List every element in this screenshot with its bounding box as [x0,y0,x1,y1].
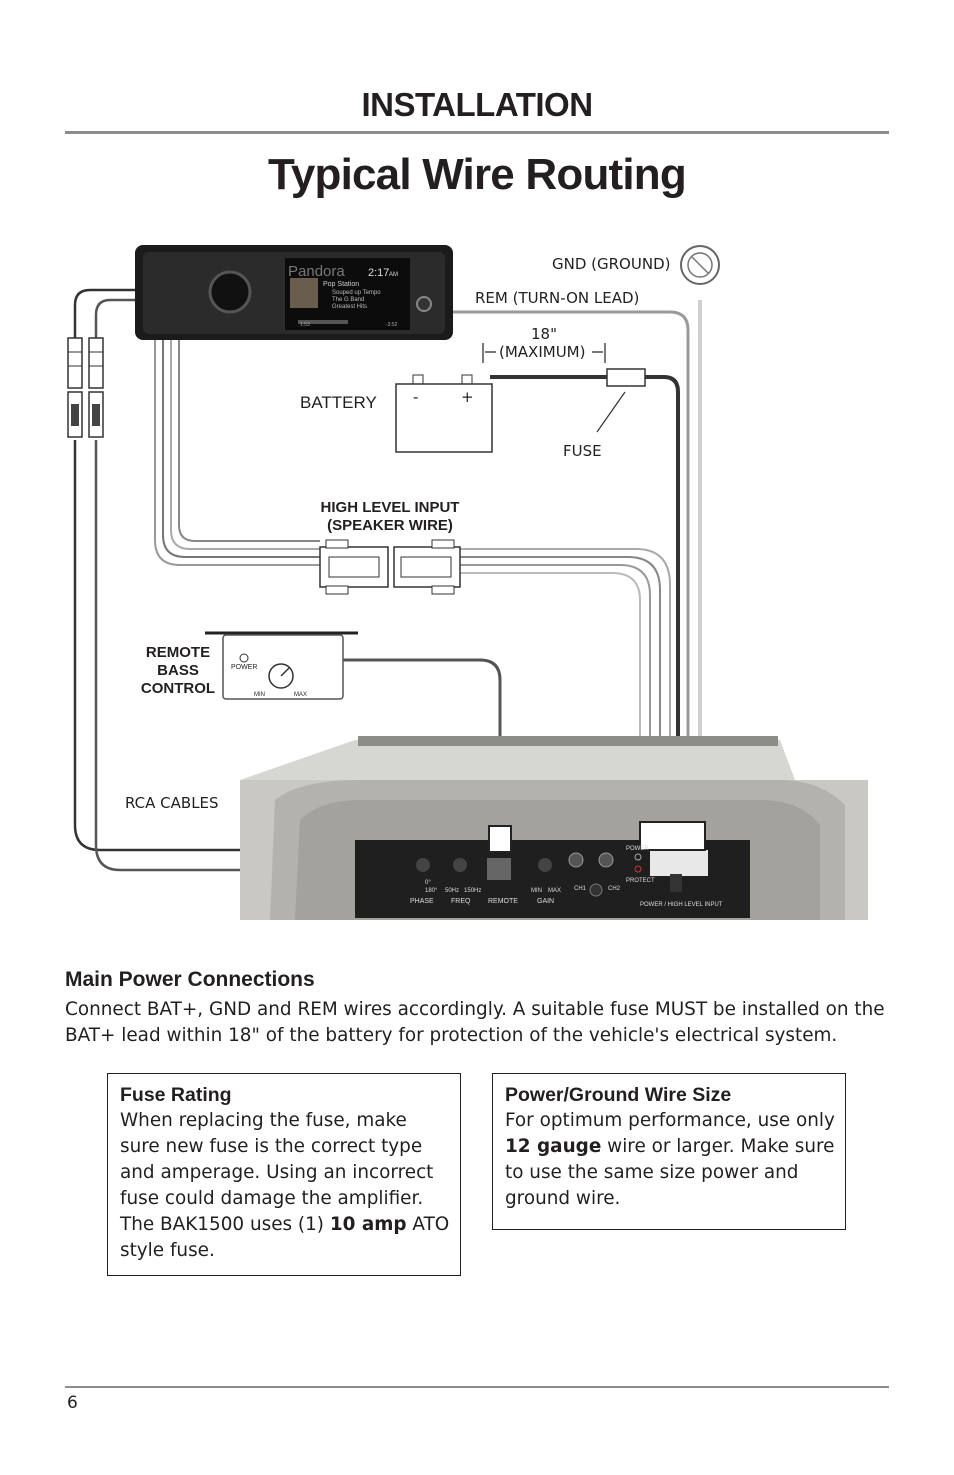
rca-cable-2 [94,298,610,872]
remote-label-3: CONTROL [141,680,215,697]
radio-track-2: The G Band [332,297,364,303]
remote-bass-control [205,631,358,700]
amp-power-input-label: POWER / HIGH LEVEL INPUT [640,902,723,908]
remote-min-label: MIN [254,692,265,698]
fuse-rating-text-2: ATO style fuse. [120,1214,450,1261]
max-length-label: (MAXIMUM) [499,343,585,361]
high-level-label-1: HIGH LEVEL INPUT [321,499,460,516]
rem-label: REM (TURN-ON LEAD) [475,289,639,307]
wire-size-gauge: 12 gauge [505,1136,602,1157]
fuse-rating-text-1: When replacing the fuse, make sure new f… [120,1110,434,1235]
header-rule [65,131,889,134]
amp-power-led: POWER [626,846,649,852]
radio-elapsed: 1:53 [300,322,310,328]
amp-freq-150: 150Hz [464,888,481,894]
amp-freq-50: 50Hz [445,888,459,894]
radio-ampm: AM [389,272,398,278]
amp-gain-min: MIN [531,888,542,894]
amp-gain-label: GAIN [537,898,554,905]
remote-max-label: MAX [294,692,307,698]
rca-label: RCA CABLES [125,794,219,812]
max-length-marker [482,343,606,363]
speaker-wires [154,340,671,825]
wire-size-heading: Power/Ground Wire Size [505,1084,732,1106]
rca-cable-1 [73,288,600,852]
amp-phase-180: 180° [425,888,438,894]
head-unit: Pandora 2:17 AM Pop Station Souped up Te… [135,245,453,340]
battery-minus: - [413,388,418,406]
amp-ch2: CH2 [608,886,621,892]
main-power-heading: Main Power Connections [65,968,315,991]
remote-label-1: REMOTE [146,644,210,661]
main-power-text: Connect BAT+, GND and REM wires accordin… [65,999,885,1046]
wire-size-text: For optimum performance, use only 12 gau… [505,1108,835,1212]
remote-label-2: BASS [157,662,199,679]
speaker-connectors [319,539,461,595]
section-title: INSTALLATION [361,86,593,123]
ground-terminal [680,245,720,285]
wiring-diagram: Pandora 2:17 AM Pop Station Souped up Te… [67,245,868,920]
remote-cable [343,658,502,830]
radio-remaining: -3:52 [386,322,398,328]
battery-label: BATTERY [300,393,377,412]
high-level-label-2: (SPEAKER WIRE) [327,517,453,534]
battery [395,374,493,453]
fuse-label: FUSE [563,442,602,460]
amp-protect-led: PROTECT [626,878,655,884]
footer-rule [65,1386,889,1388]
wire-size-box: Power/Ground Wire Size For optimum perfo… [492,1073,846,1230]
gnd-label: GND (GROUND) [552,255,670,273]
amp-remote-label: REMOTE [488,898,518,905]
fuse [596,368,646,433]
amp-phase-0: 0° [425,880,431,886]
fuse-rating-amp: 10 amp [329,1214,407,1235]
max-length-value: 18" [531,325,557,343]
amp-ch1: CH1 [574,886,587,892]
radio-time: 2:17 [368,267,389,279]
wire-size-text-1: For optimum performance, use only [505,1110,835,1131]
fuse-rating-text: When replacing the fuse, make sure new f… [120,1108,450,1264]
fuse-rating-box: Fuse Rating When replacing the fuse, mak… [107,1073,461,1276]
subwoofer-amplifier [240,736,868,920]
amp-panel-labels: 0° 180° 50Hz 150Hz MIN MAX CH1 CH2 POWER… [410,846,723,908]
amp-phase-label: PHASE [410,898,434,905]
radio-app-label: Pandora [288,263,345,280]
page-number: 6 [67,1393,78,1413]
battery-positive-wire [490,375,680,825]
page-title: Typical Wire Routing [268,150,687,199]
radio-track-1: Souped up Tempo [332,290,381,296]
radio-station: Pop Station [323,281,359,288]
wire-size-text-2: wire or larger. Make sure to use the sam… [505,1136,835,1209]
battery-plus: + [461,388,474,406]
amp-freq-label: FREQ [451,898,471,905]
remote-power-label: POWER [231,664,257,671]
rca-plugs [67,337,104,438]
rem-wire [450,310,690,825]
amp-gain-max: MAX [548,888,561,894]
radio-track-3: Greatest Hits [332,304,367,310]
fuse-rating-heading: Fuse Rating [120,1084,232,1106]
